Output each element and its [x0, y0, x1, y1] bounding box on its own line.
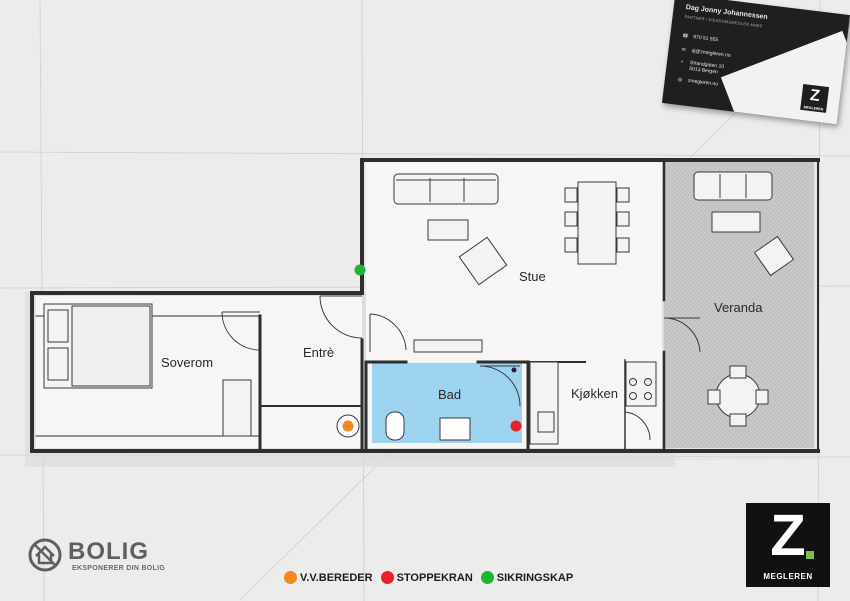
legend-item-water-heater: V.V.BEREDER [284, 571, 373, 584]
legend-label: STOPPEKRAN [396, 571, 473, 584]
business-card: Dag Jonny Johannessen PARTNER / EIENDOMS… [661, 0, 850, 125]
card-phone: 970 51 555 [692, 34, 719, 44]
card-phone-row: ☎ 970 51 555 [682, 33, 718, 43]
legend-item-fuse-box: SIKRINGSKAP [480, 571, 574, 584]
zmegleren-accent-dot [806, 551, 814, 559]
pillow [47, 347, 69, 381]
card-web-row: ◍ zmegleren.no [677, 76, 719, 88]
water-heater-marker [342, 420, 354, 432]
coffee-table [427, 219, 469, 241]
house-emblem-icon [28, 538, 62, 572]
card-logo: Z MEGLEREN [800, 83, 830, 113]
globe-icon: ◍ [677, 76, 683, 84]
legend-dot [480, 571, 494, 584]
card-email-row: ✉ dj@zmegleren.no [680, 47, 731, 59]
armchair [458, 236, 508, 286]
label-bad: Bad [438, 387, 461, 402]
veranda-chair [753, 235, 795, 277]
card-web: zmegleren.no [687, 77, 719, 88]
legend-label: V.V.BEREDER [300, 571, 373, 584]
bathroom-sink [439, 417, 471, 441]
zmegleren-letter: Z [770, 503, 806, 568]
label-veranda: Veranda [714, 300, 763, 315]
bolig-word: BOLIG [68, 538, 149, 565]
legend-dot [380, 571, 394, 584]
card-address-row: ⌖ Strandgaten 10 5013 Bergen [678, 59, 724, 76]
fuse-box-marker [354, 264, 366, 276]
drain-marker [511, 367, 517, 373]
kitchen-sink [537, 411, 555, 433]
bolig-logo: BOLIG EKSPONERER DIN BOLIG [28, 536, 178, 576]
zmegleren-logo: Z MEGLEREN [746, 503, 830, 587]
email-icon: ✉ [681, 46, 686, 54]
card-email: dj@zmegleren.no [691, 48, 731, 59]
card-logo-letter: Z [809, 86, 821, 105]
label-soverom: Soverom [161, 355, 213, 370]
phone-icon: ☎ [681, 32, 689, 40]
veranda-table [711, 211, 761, 233]
card-stripe [720, 30, 850, 125]
veranda-sofa [693, 171, 773, 201]
legend-label: SIKRINGSKAP [496, 571, 574, 584]
stopcock-marker [510, 420, 522, 432]
doors [221, 295, 701, 441]
legend-item-stopcock: STOPPEKRAN [380, 571, 473, 584]
label-entre: Entrè [303, 345, 334, 360]
location-icon: ⌖ [680, 58, 684, 66]
card-address: Strandgaten 10 5013 Bergen [688, 60, 725, 76]
wardrobe [222, 379, 252, 437]
pillow [47, 309, 69, 343]
dining-table [577, 181, 617, 265]
label-stue: Stue [519, 269, 546, 284]
label-kjokken: Kjøkken [571, 386, 618, 401]
furniture [43, 171, 795, 445]
legend: V.V.BEREDER STOPPEKRAN SIKRINGSKAP [284, 571, 573, 584]
tv-bench [413, 339, 483, 353]
zmegleren-text: MEGLEREN [763, 572, 813, 581]
sofa [393, 173, 499, 205]
round-table [715, 373, 761, 419]
legend-dot [284, 571, 297, 584]
toilet [385, 411, 405, 441]
bolig-tagline: EKSPONERER DIN BOLIG [72, 565, 166, 572]
